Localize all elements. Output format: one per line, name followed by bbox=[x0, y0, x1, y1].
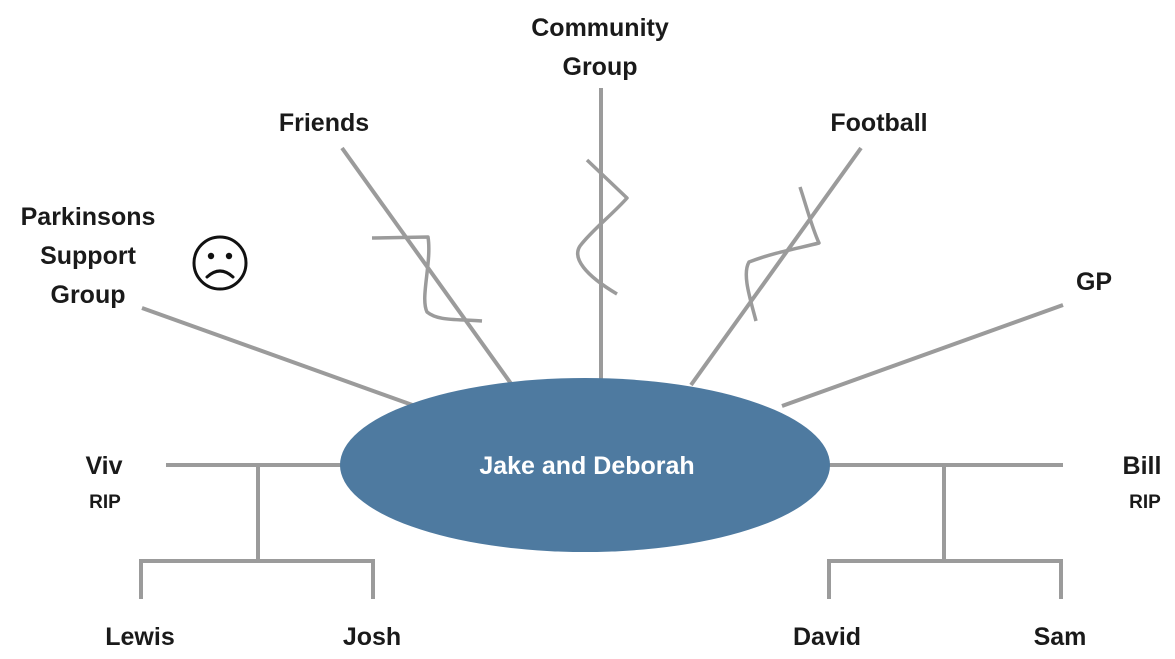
label-viv: Viv bbox=[85, 452, 122, 480]
label-bill: Bill bbox=[1123, 452, 1162, 480]
label-football: Football bbox=[830, 109, 927, 137]
label-community-line1: Community bbox=[531, 14, 669, 42]
center-node bbox=[340, 378, 830, 552]
label-parkinsons-line1: Parkinsons bbox=[21, 203, 156, 231]
connector-parkinsons bbox=[141, 306, 419, 409]
label-lewis: Lewis bbox=[105, 623, 174, 651]
label-friends: Friends bbox=[279, 109, 369, 137]
label-david: David bbox=[793, 623, 861, 651]
center-label: Jake and Deborah bbox=[479, 452, 694, 480]
break-mark-football bbox=[744, 186, 821, 322]
label-josh: Josh bbox=[343, 623, 401, 651]
break-mark-friends bbox=[371, 235, 483, 323]
label-community-line2: Group bbox=[563, 53, 638, 81]
label-gp: GP bbox=[1076, 268, 1112, 296]
label-parkinsons-line3: Group bbox=[51, 281, 126, 309]
label-bill-note: RIP bbox=[1129, 492, 1161, 513]
connector-football bbox=[689, 146, 863, 387]
connector-gp bbox=[781, 303, 1064, 408]
label-parkinsons-line2: Support bbox=[40, 242, 136, 270]
label-viv-note: RIP bbox=[89, 492, 121, 513]
label-sam: Sam bbox=[1034, 623, 1087, 651]
sad-face-icon bbox=[192, 235, 248, 291]
break-mark-community bbox=[576, 158, 629, 296]
